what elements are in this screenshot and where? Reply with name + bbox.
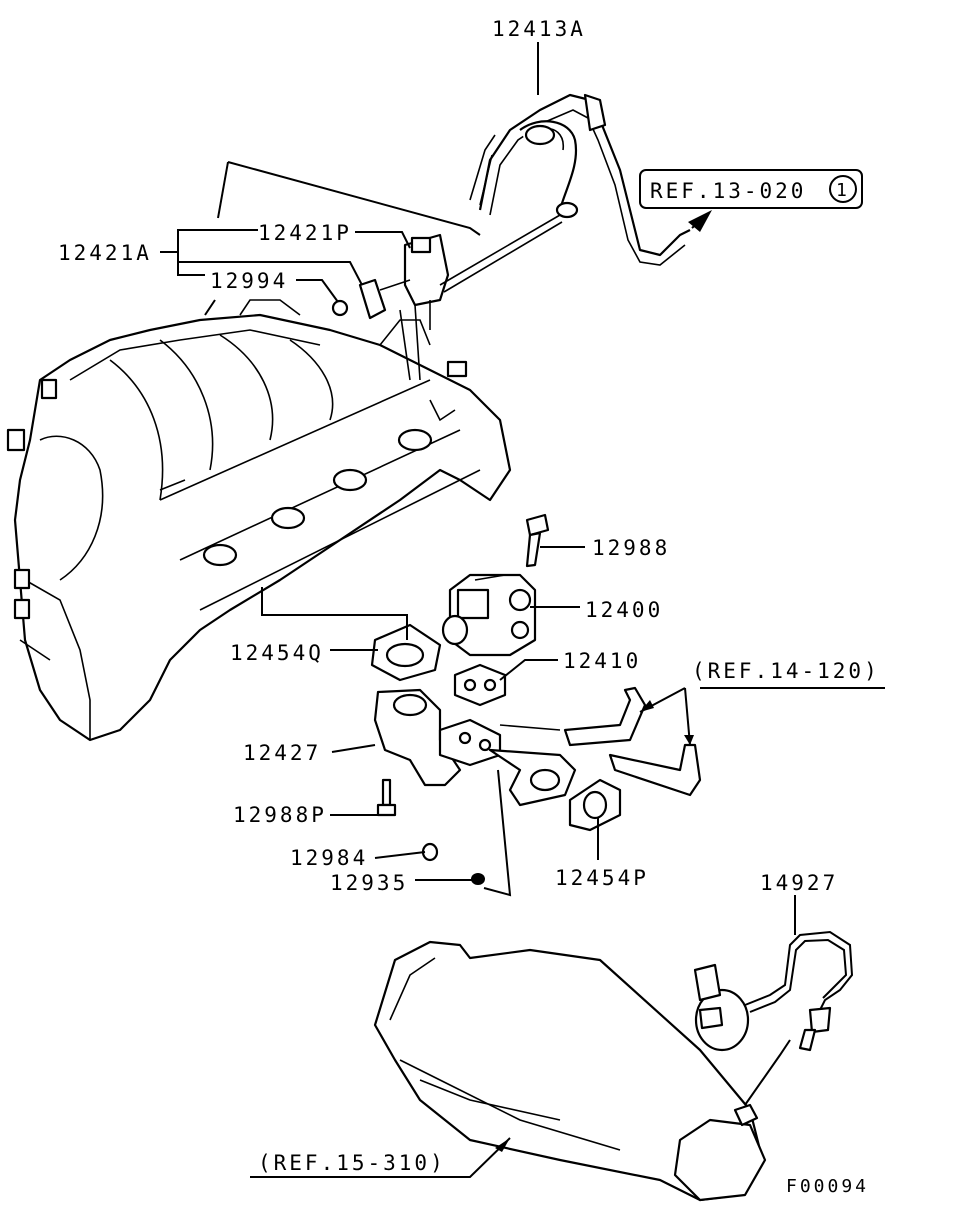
label-12427: 12427	[243, 741, 321, 765]
gasket-12454P	[568, 778, 622, 832]
bolt-12988P	[376, 778, 397, 817]
label-12935: 12935	[330, 871, 408, 895]
intake-manifold	[6, 299, 512, 742]
label-ref-15-310: (REF.15-310)	[258, 1151, 446, 1175]
egr-pipe	[469, 93, 691, 266]
egr-valve	[441, 573, 537, 657]
label-12984: 12984	[290, 846, 368, 870]
label-12454P: 12454P	[555, 866, 649, 890]
label-ref-14-120: (REF.14-120)	[692, 659, 880, 683]
label-12421A: 12421A	[58, 241, 152, 265]
gasket-12454Q	[370, 623, 442, 682]
label-14927: 14927	[760, 871, 838, 895]
ref-13-020-label: REF.13-020	[650, 179, 806, 203]
bolt-12988	[525, 513, 550, 568]
figure-code: F00094	[786, 1176, 869, 1197]
label-12994: 12994	[210, 269, 288, 293]
hose-ref-14-120	[563, 686, 702, 797]
label-12988P: 12988P	[233, 803, 327, 827]
label-12421P: 12421P	[258, 221, 352, 245]
sensor-14927	[693, 930, 854, 1052]
leader-lines	[160, 42, 885, 1178]
label-12400: 12400	[585, 598, 663, 622]
catalytic-converter	[373, 940, 767, 1202]
washer-12935	[471, 873, 485, 885]
egr-pipe-12427	[373, 688, 577, 807]
label-12410: 12410	[563, 649, 641, 673]
label-12454Q: 12454Q	[230, 641, 324, 665]
solenoid-valve	[358, 214, 563, 381]
label-12413A: 12413A	[492, 17, 586, 41]
label-12988: 12988	[592, 536, 670, 560]
ref-13-020-box: REF.13-020 1	[639, 169, 863, 209]
ref-13-020-circle-number: 1	[836, 180, 850, 201]
nut-12994	[331, 299, 349, 317]
gasket-12410	[453, 663, 507, 707]
nut-12984	[421, 842, 439, 862]
